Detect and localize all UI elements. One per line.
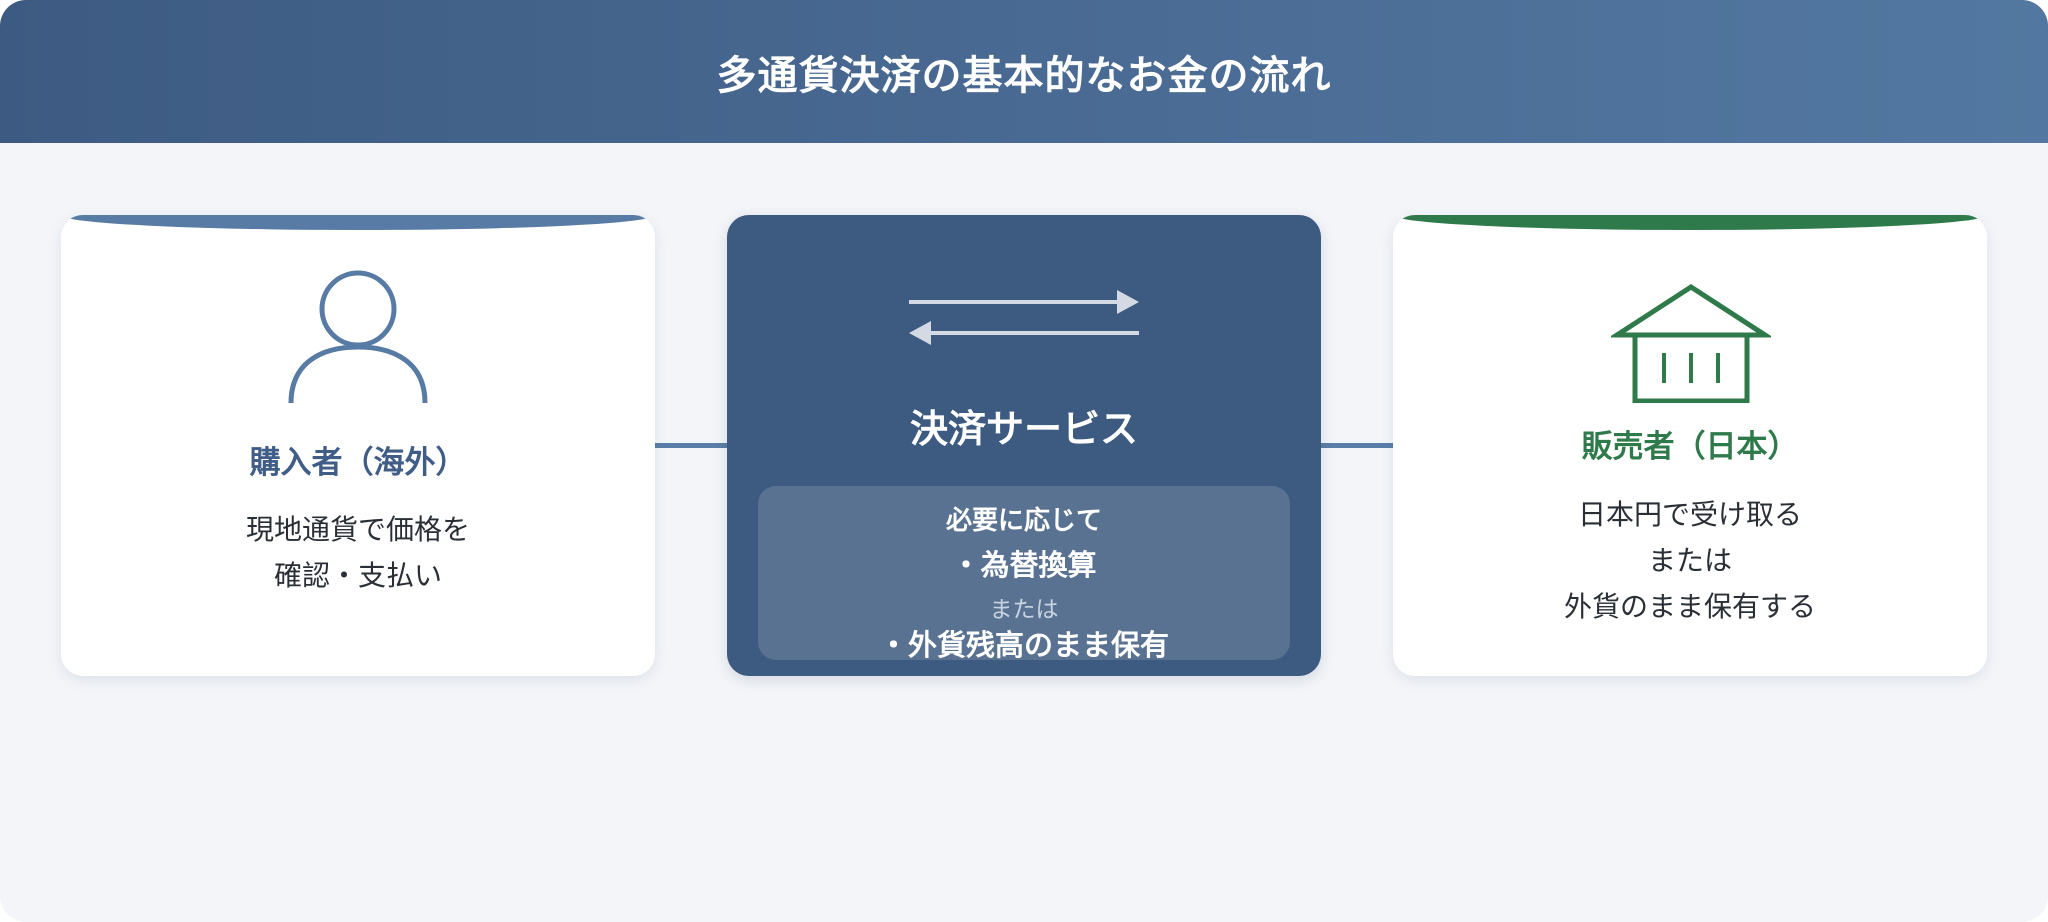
connector-service-seller (1321, 443, 1393, 448)
service-option-hold-foreign: ・外貨残高のまま保有 (878, 628, 1169, 662)
header-banner: 多通貨決済の基本的なお金の流れ (0, 0, 2048, 143)
exchange-arrows-icon (899, 285, 1149, 357)
buyer-card: 購入者（海外） 現地通貨で価格を 確認・支払い (61, 215, 655, 676)
seller-card-accent-bar (1393, 215, 1987, 230)
payment-service-card: 決済サービス 必要に応じて ・為替換算 または ・外貨残高のまま保有 (727, 215, 1321, 676)
store-icon (1608, 283, 1774, 407)
seller-line-3: 外貨のまま保有する (1563, 590, 1816, 623)
buyer-line-1: 現地通貨で価格を (245, 513, 470, 546)
seller-card: 販売者（日本） 日本円で受け取る または 外貨のまま保有する (1393, 215, 1987, 676)
seller-line-1: 日本円で受け取る (1577, 498, 1802, 531)
seller-description: 日本円で受け取る または 外貨のまま保有する (1393, 492, 1987, 630)
seller-line-2: または (1647, 544, 1732, 577)
service-options-box: 必要に応じて ・為替換算 または ・外貨残高のまま保有 (758, 486, 1290, 662)
person-icon (283, 267, 433, 409)
buyer-card-accent-bar (61, 215, 655, 230)
service-option-conversion: ・為替換算 (951, 548, 1097, 582)
service-options-or: または (989, 597, 1059, 623)
buyer-title: 購入者（海外） (249, 445, 467, 481)
buyer-line-2: 確認・支払い (273, 559, 442, 592)
service-options-heading: 必要に応じて (945, 506, 1102, 536)
page-title: 多通貨決済の基本的なお金の流れ (716, 52, 1332, 99)
seller-title: 販売者（日本） (1581, 429, 1799, 465)
service-title: 決済サービス (909, 407, 1138, 451)
buyer-description: 現地通貨で価格を 確認・支払い (61, 507, 655, 599)
connector-buyer-service (655, 443, 727, 448)
